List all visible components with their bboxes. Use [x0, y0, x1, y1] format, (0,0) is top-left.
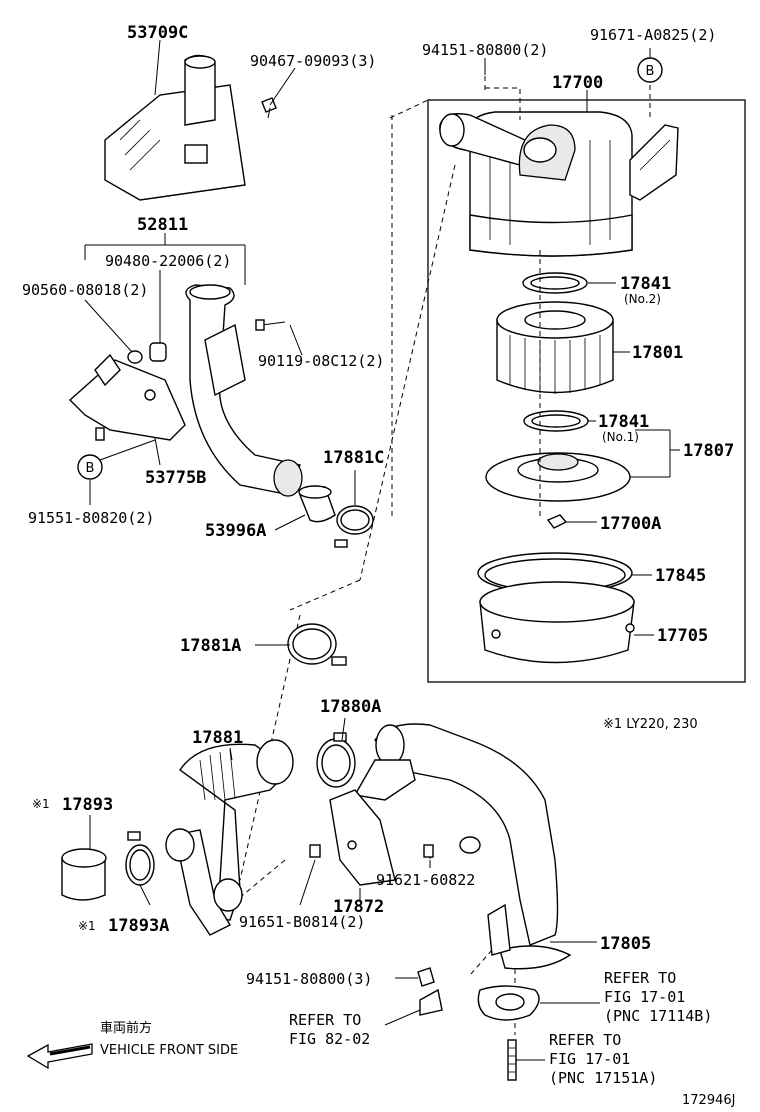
- ref-b-circle-left: [77, 454, 103, 480]
- refer-2-line2[interactable]: FIG 82-02: [289, 1030, 370, 1048]
- bolt-90467[interactable]: [261, 97, 277, 119]
- hose-53996a[interactable]: [298, 485, 336, 523]
- gasket-ref-17114b: [477, 985, 540, 1021]
- label-90467[interactable]: 90467-09093(3): [250, 52, 376, 70]
- label-17700[interactable]: 17700: [552, 73, 603, 93]
- label-91671[interactable]: 91671-A0825(2): [590, 26, 716, 44]
- label-17805[interactable]: 17805: [600, 934, 651, 954]
- label-91551[interactable]: 91551-80820(2): [28, 509, 154, 527]
- bracket-17872[interactable]: [329, 789, 396, 886]
- refer-1-line2[interactable]: FIG 17-01: [604, 988, 685, 1006]
- vehicle-front-arrow-icon: [26, 1043, 93, 1070]
- clamp-17881c[interactable]: [334, 505, 374, 548]
- pipe-52811[interactable]: [185, 284, 303, 497]
- label-17700a[interactable]: 17700A: [600, 514, 661, 534]
- label-90560[interactable]: 90560-08018(2): [22, 281, 148, 299]
- front-label-jp: 車両前方: [100, 1020, 152, 1036]
- seal-ring-17845[interactable]: [477, 552, 633, 594]
- grommet-90560[interactable]: [127, 350, 143, 364]
- front-label-en: VEHICLE FRONT SIDE: [100, 1043, 238, 1058]
- bolt-90119[interactable]: [255, 319, 286, 331]
- clamp-17893a[interactable]: [125, 831, 155, 886]
- label-90119[interactable]: 90119-08C12(2): [258, 352, 384, 370]
- clamp-17880a[interactable]: [316, 732, 356, 788]
- ref-b-top: B: [646, 64, 655, 79]
- label-17881a[interactable]: 17881A: [180, 636, 241, 656]
- label-17893a[interactable]: 17893A: [108, 916, 169, 936]
- label-17872[interactable]: 17872: [333, 897, 384, 917]
- label-17705[interactable]: 17705: [657, 626, 708, 646]
- ref-b-left: B: [86, 461, 95, 476]
- hose-17881[interactable]: [165, 739, 294, 936]
- bolt-91621[interactable]: [423, 844, 434, 858]
- label-17801[interactable]: 17801: [632, 343, 683, 363]
- refer-3-line2[interactable]: FIG 17-01: [549, 1050, 630, 1068]
- label-17807[interactable]: 17807: [683, 441, 734, 461]
- label-90480[interactable]: 90480-22006(2): [105, 252, 231, 270]
- label-17881c[interactable]: 17881C: [323, 448, 384, 468]
- cover-53709c[interactable]: [104, 54, 246, 201]
- label-17841-no1[interactable]: 17841: [598, 412, 649, 432]
- intake-pipe-17805[interactable]: [353, 723, 572, 970]
- nut-94151-bottom[interactable]: [417, 967, 435, 987]
- refer-1-line3[interactable]: (PNC 17114B): [604, 1007, 712, 1025]
- note-ly: ※1 LY220, 230: [603, 717, 698, 732]
- ref-b-circle-top: [637, 57, 663, 83]
- bracket-ref-82-02: [419, 988, 443, 1016]
- clip-17700a[interactable]: [546, 514, 568, 529]
- stud-ref-17151a: [507, 1039, 517, 1081]
- label-53996a[interactable]: 53996A: [205, 521, 266, 541]
- refer-1-line1[interactable]: REFER TO: [604, 969, 676, 987]
- label-52811[interactable]: 52811: [137, 215, 188, 235]
- collar-90480[interactable]: [149, 342, 167, 362]
- label-53709c[interactable]: 53709C: [127, 23, 188, 43]
- label-17845[interactable]: 17845: [655, 566, 706, 586]
- cap-17893[interactable]: [61, 848, 107, 901]
- label-17841-no2[interactable]: 17841: [620, 274, 671, 294]
- cap-17705[interactable]: [479, 581, 635, 664]
- label-17841-no1-sub: (No.1): [602, 430, 639, 444]
- bracket-53775b[interactable]: [68, 353, 186, 441]
- star-17893: ※1: [32, 797, 50, 811]
- label-17841-no2-sub: (No.2): [624, 292, 661, 306]
- label-17881[interactable]: 17881: [192, 728, 243, 748]
- label-17880a[interactable]: 17880A: [320, 697, 381, 717]
- drawing-number: 172946J: [682, 1093, 735, 1108]
- label-91621[interactable]: 91621-60822: [376, 871, 475, 889]
- refer-2-line1[interactable]: REFER TO: [289, 1011, 361, 1029]
- star-17893a: ※1: [78, 919, 96, 933]
- label-53775b[interactable]: 53775B: [145, 468, 206, 488]
- label-91651[interactable]: 91651-B0814(2): [239, 913, 365, 931]
- label-94151-bottom[interactable]: 94151-80800(3): [246, 970, 372, 988]
- clamp-17881a[interactable]: [287, 623, 347, 666]
- label-94151-top[interactable]: 94151-80800(2): [422, 41, 548, 59]
- plate-17807[interactable]: [485, 452, 631, 502]
- bolt-91651[interactable]: [309, 844, 321, 858]
- air-cleaner-case-17700[interactable]: [439, 111, 679, 257]
- refer-3-line1[interactable]: REFER TO: [549, 1031, 621, 1049]
- filter-element-17801[interactable]: [496, 301, 614, 394]
- label-17893[interactable]: 17893: [62, 795, 113, 815]
- refer-3-line3[interactable]: (PNC 17151A): [549, 1069, 657, 1087]
